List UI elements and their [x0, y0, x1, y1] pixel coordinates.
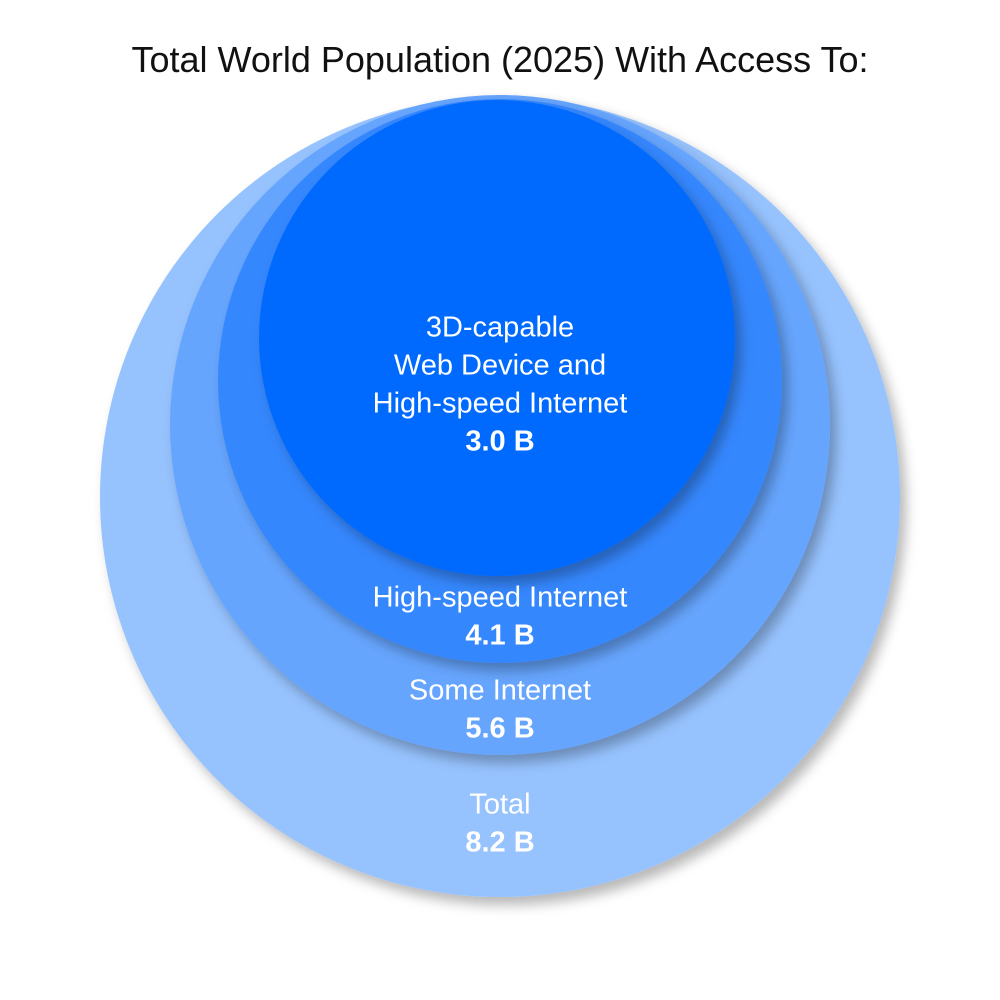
value-total: 8.2 B: [465, 827, 534, 859]
label-total: Total: [469, 789, 530, 821]
chart-title: Total World Population (2025) With Acces…: [131, 39, 869, 80]
value-high-speed-internet: 4.1 B: [465, 620, 534, 652]
value-3d-capable: 3.0 B: [465, 426, 534, 458]
label-3d-capable: Web Device and: [394, 350, 606, 382]
label-high-speed-internet: High-speed Internet: [373, 582, 628, 614]
label-some-internet: Some Internet: [409, 675, 591, 707]
circle-3d-capable: [259, 100, 735, 576]
value-some-internet: 5.6 B: [465, 713, 534, 745]
label-3d-capable: High-speed Internet: [373, 388, 628, 420]
label-3d-capable: 3D-capable: [426, 312, 574, 344]
